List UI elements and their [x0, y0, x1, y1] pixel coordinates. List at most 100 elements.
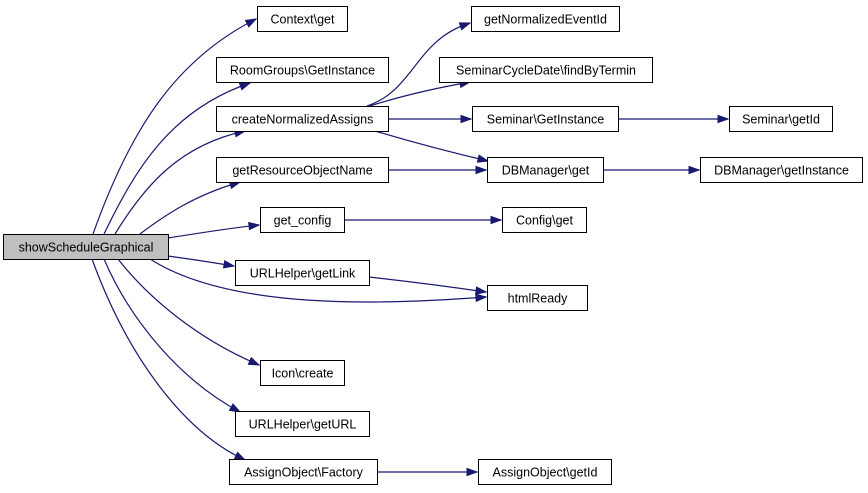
edge-getResourceObjectName-to-dbmanager_get — [388, 165, 488, 175]
edge-createNormalizedAssigns-to-getNormalizedEventId — [366, 22, 472, 107]
node-box[interactable] — [216, 57, 389, 83]
edge-createNormalizedAssigns-to-seminarcycledate_findbytermin — [369, 79, 472, 107]
edge-line — [91, 258, 246, 461]
node-label: Icon\create — [272, 367, 334, 381]
edge-showScheduleGraphical-to-urlhelper_getlink — [167, 255, 236, 269]
arrowhead — [238, 82, 252, 91]
node-label: htmlReady — [508, 292, 568, 306]
edge-line — [149, 258, 487, 303]
arrowhead — [475, 293, 488, 303]
node-box[interactable] — [257, 6, 348, 32]
edge-showScheduleGraphical-to-assignobject_factory — [91, 258, 247, 461]
arrowhead — [248, 221, 261, 231]
node-box[interactable] — [700, 157, 863, 183]
node-box[interactable] — [439, 57, 653, 83]
node-get_config[interactable]: get_config — [260, 207, 345, 233]
arrowhead — [460, 114, 473, 124]
edge-line — [117, 258, 260, 366]
node-label: Seminar\GetInstance — [487, 113, 604, 127]
edge-line — [114, 130, 246, 235]
edge-line — [92, 18, 257, 235]
edges-layer — [91, 18, 730, 477]
arrowhead — [458, 22, 472, 31]
node-label: DBManager\get — [502, 164, 590, 178]
node-dbmanager_getinstance[interactable]: DBManager\getInstance — [700, 157, 863, 183]
node-label: URLHelper\getLink — [250, 267, 356, 281]
node-box[interactable] — [216, 106, 389, 132]
node-box[interactable] — [487, 157, 604, 183]
node-getNormalizedEventId[interactable]: getNormalizedEventId — [471, 6, 620, 32]
arrowhead — [717, 114, 730, 124]
edge-showScheduleGraphical-to-roomgroups_getinstance — [103, 82, 252, 235]
node-box[interactable] — [229, 459, 378, 485]
node-config_get[interactable]: Config\get — [502, 207, 587, 233]
arrowhead — [490, 215, 503, 225]
node-dbmanager_get[interactable]: DBManager\get — [487, 157, 604, 183]
edge-showScheduleGraphical-to-context_get — [92, 18, 258, 235]
node-box[interactable] — [3, 234, 169, 260]
arrowhead — [244, 18, 258, 28]
node-seminarcycledate_findbytermin[interactable]: SeminarCycleDate\findByTermin — [439, 57, 653, 83]
arrowhead — [247, 356, 261, 366]
edge-dbmanager_get-to-dbmanager_getinstance — [603, 165, 701, 175]
edge-showScheduleGraphical-to-getResourceObjectName — [139, 180, 242, 235]
arrowhead — [228, 403, 242, 413]
node-box[interactable] — [260, 207, 345, 233]
node-label: Context\get — [271, 13, 335, 27]
nodes-layer: showScheduleGraphical Context\getRoomGrou… — [3, 6, 863, 485]
node-roomgroups_getinstance[interactable]: RoomGroups\GetInstance — [216, 57, 389, 83]
node-createNormalizedAssigns[interactable]: createNormalizedAssigns — [216, 106, 389, 132]
node-label: AssignObject\getId — [493, 466, 598, 480]
node-urlhelper_geturl[interactable]: URLHelper\getURL — [235, 411, 370, 437]
edge-assignobject_factory-to-assignobject_getid — [377, 467, 479, 477]
edge-showScheduleGraphical-to-urlhelper_geturl — [103, 258, 242, 413]
node-getResourceObjectName[interactable]: getResourceObjectName — [216, 157, 389, 183]
node-box[interactable] — [502, 207, 587, 233]
edge-showScheduleGraphical-to-icon_create — [117, 258, 261, 366]
node-assignobject_factory[interactable]: AssignObject\Factory — [229, 459, 378, 485]
node-label: get_config — [274, 214, 332, 228]
node-box[interactable] — [472, 106, 619, 132]
node-label: SeminarCycleDate\findByTermin — [456, 64, 636, 78]
node-label: URLHelper\getURL — [249, 418, 357, 432]
edge-showScheduleGraphical-to-htmlReady — [149, 258, 488, 303]
node-box[interactable] — [260, 360, 345, 386]
edge-createNormalizedAssigns-to-dbmanager_get — [374, 130, 490, 163]
node-assignobject_getid[interactable]: AssignObject\getId — [478, 459, 612, 485]
arrowhead — [466, 467, 479, 477]
node-box[interactable] — [235, 260, 370, 286]
node-label: AssignObject\Factory — [244, 466, 364, 480]
edge-line — [366, 22, 471, 107]
node-box[interactable] — [487, 285, 588, 311]
node-urlhelper_getlink[interactable]: URLHelper\getLink — [235, 260, 370, 286]
node-box[interactable] — [216, 157, 389, 183]
arrowhead — [475, 165, 488, 175]
edge-showScheduleGraphical-to-get_config — [167, 221, 261, 239]
edge-line — [374, 130, 489, 162]
node-context_get[interactable]: Context\get — [257, 6, 348, 32]
node-box[interactable] — [729, 106, 833, 132]
node-box[interactable] — [235, 411, 370, 437]
node-htmlReady[interactable]: htmlReady — [487, 285, 588, 311]
node-icon_create[interactable]: Icon\create — [260, 360, 345, 386]
edge-line — [103, 82, 251, 235]
edge-line — [369, 81, 471, 107]
edge-urlhelper_getlink-to-htmlReady — [368, 276, 488, 295]
node-seminar_getid[interactable]: Seminar\getId — [729, 106, 833, 132]
edge-line — [103, 258, 241, 413]
node-seminar_getinstance[interactable]: Seminar\GetInstance — [472, 106, 619, 132]
edge-createNormalizedAssigns-to-seminar_getinstance — [387, 114, 473, 124]
arrowhead — [222, 260, 236, 269]
node-box[interactable] — [471, 6, 620, 32]
node-label: RoomGroups\GetInstance — [230, 64, 375, 78]
arrowhead — [233, 451, 247, 461]
node-label: createNormalizedAssigns — [232, 113, 374, 127]
node-showScheduleGraphical[interactable]: showScheduleGraphical — [3, 234, 169, 260]
arrowhead — [474, 286, 488, 295]
arrowhead — [476, 154, 490, 163]
node-box[interactable] — [478, 459, 612, 485]
node-label: getNormalizedEventId — [484, 13, 607, 27]
node-label: DBManager\getInstance — [714, 164, 849, 178]
node-label: showScheduleGraphical — [19, 241, 154, 255]
